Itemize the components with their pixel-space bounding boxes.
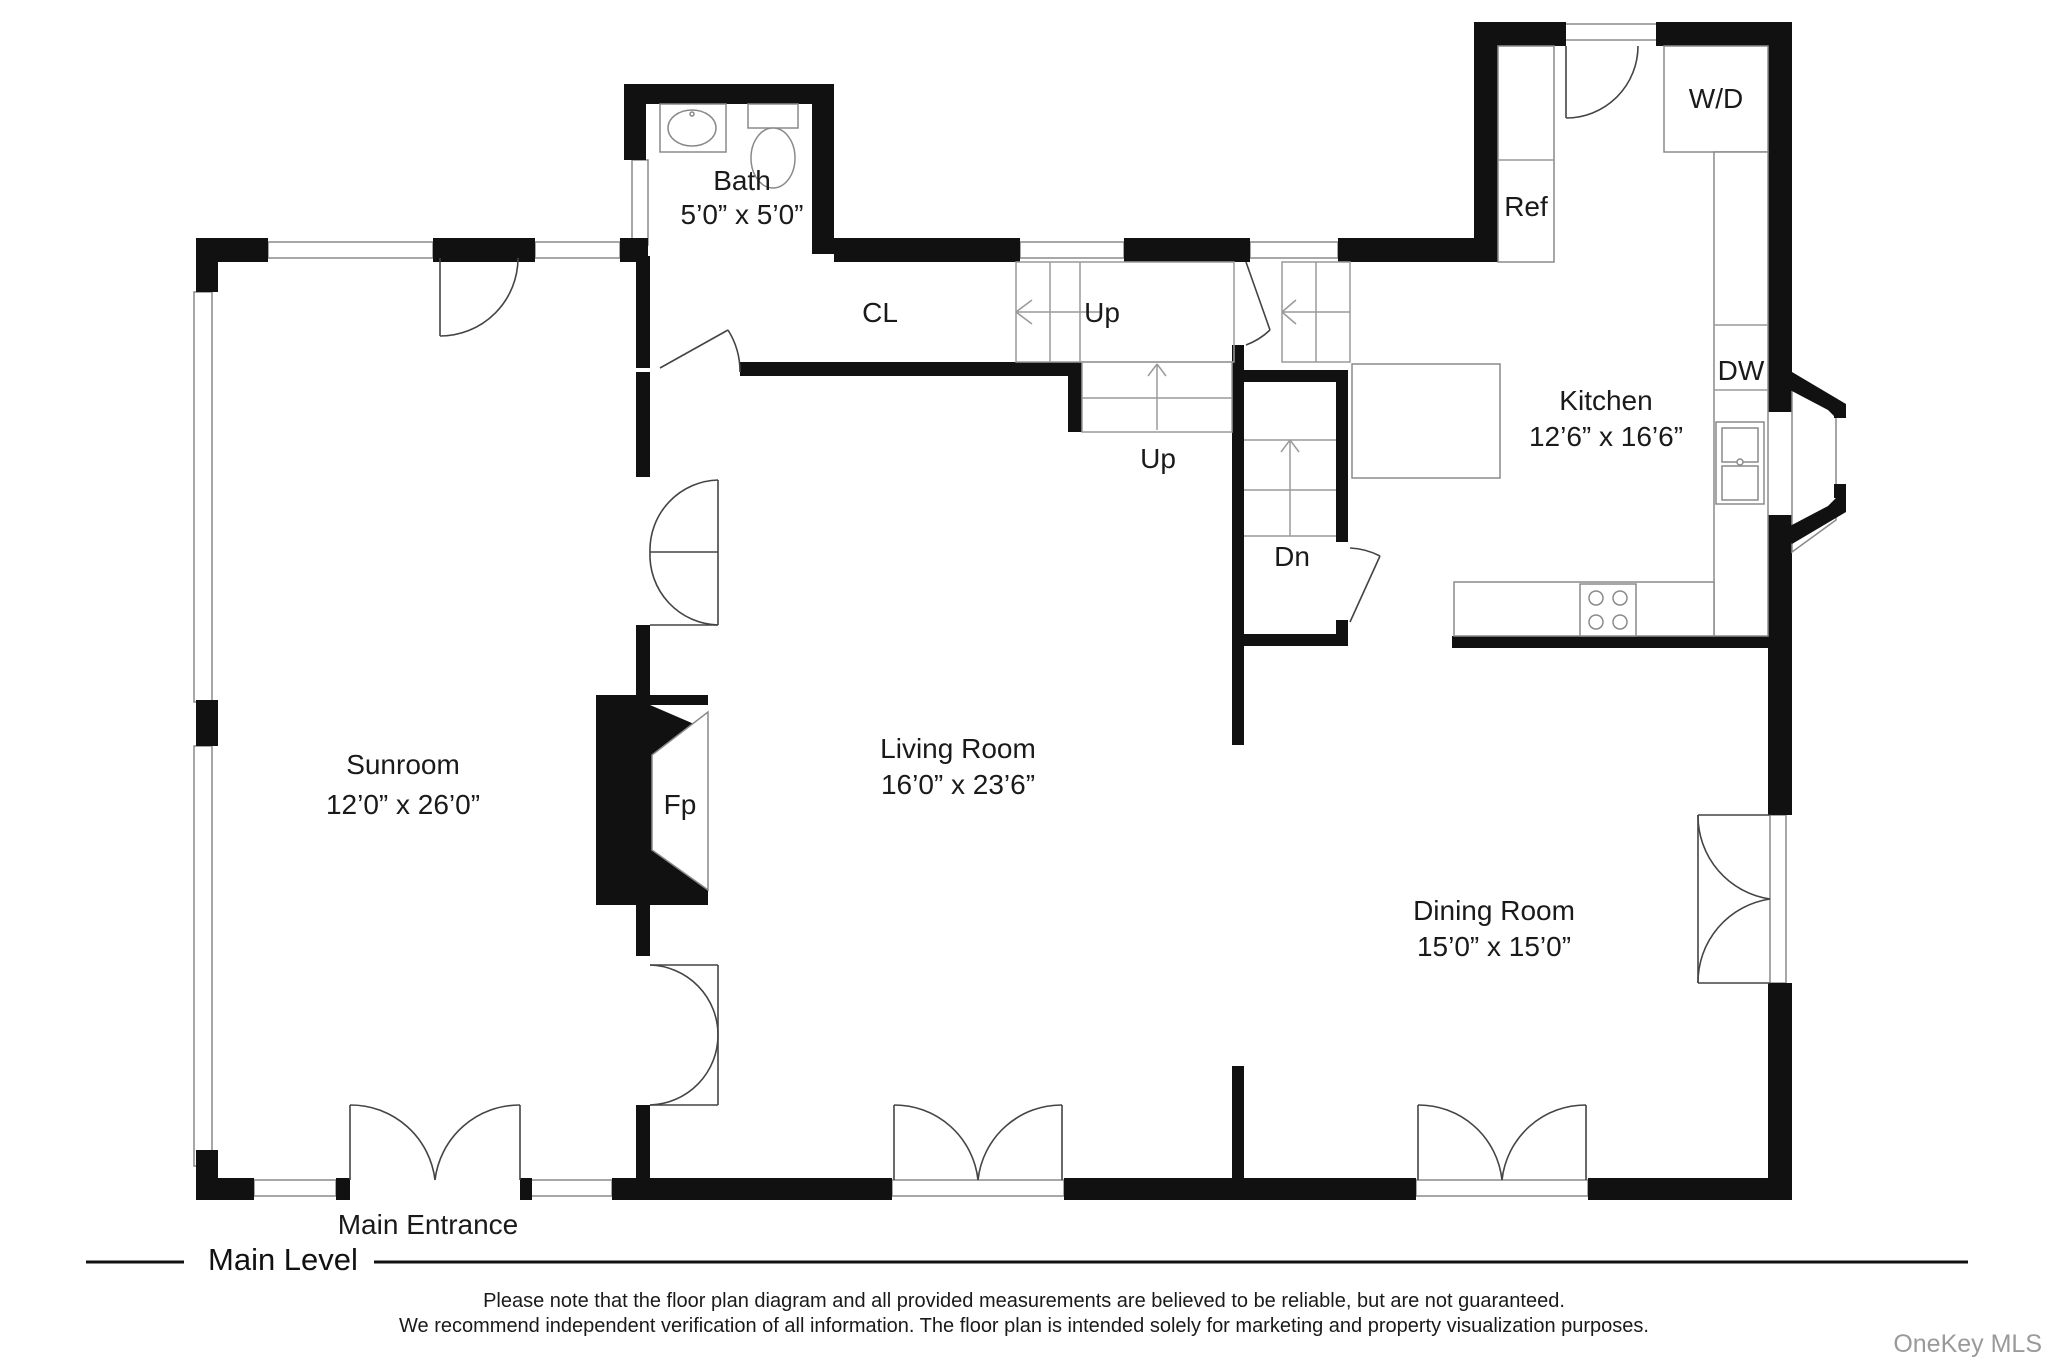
dishwasher-label: DW xyxy=(1718,355,1765,386)
stairs-up-label-2: Up xyxy=(1140,443,1176,474)
kitchen-size: 12’6” x 16’6” xyxy=(1529,421,1683,452)
sunroom-name: Sunroom xyxy=(346,749,460,780)
stairs-up-label: Up xyxy=(1084,297,1120,328)
washer-dryer-label: W/D xyxy=(1689,83,1743,114)
dining-room-size: 15’0” x 15’0” xyxy=(1417,931,1571,962)
room-labels: Bath 5’0” x 5’0” Sunroom 12’0” x 26’0” L… xyxy=(326,165,1683,962)
living-room-name: Living Room xyxy=(880,733,1036,764)
bath-fixtures xyxy=(659,103,799,189)
kitchen-name: Kitchen xyxy=(1559,385,1652,416)
stairs-down-label: Dn xyxy=(1274,541,1310,572)
disclaimer-line-1: Please note that the floor plan diagram … xyxy=(483,1290,1565,1312)
doors xyxy=(349,45,1771,1181)
bath-size: 5’0” x 5’0” xyxy=(681,199,804,230)
bath-name: Bath xyxy=(713,165,771,196)
closet-label: CL xyxy=(862,297,898,328)
dining-room-name: Dining Room xyxy=(1413,895,1575,926)
stairs xyxy=(1015,261,1351,537)
watermark-logo: OneKey MLS xyxy=(1893,1330,2042,1358)
kitchen-fixtures xyxy=(1351,45,1846,637)
walls xyxy=(196,22,1792,1200)
fireplace-label: Fp xyxy=(664,789,697,820)
sunroom-size: 12’0” x 26’0” xyxy=(326,789,480,820)
refrigerator-label: Ref xyxy=(1504,191,1548,222)
feature-labels: CL Up Up Dn Fp Ref W/D DW Main Entrance xyxy=(338,83,1765,1240)
living-room-size: 16’0” x 23’6” xyxy=(881,769,1035,800)
main-entrance-label: Main Entrance xyxy=(338,1209,519,1240)
level-title: Main Level xyxy=(208,1242,358,1277)
disclaimer-line-2: We recommend independent verification of… xyxy=(399,1315,1649,1337)
